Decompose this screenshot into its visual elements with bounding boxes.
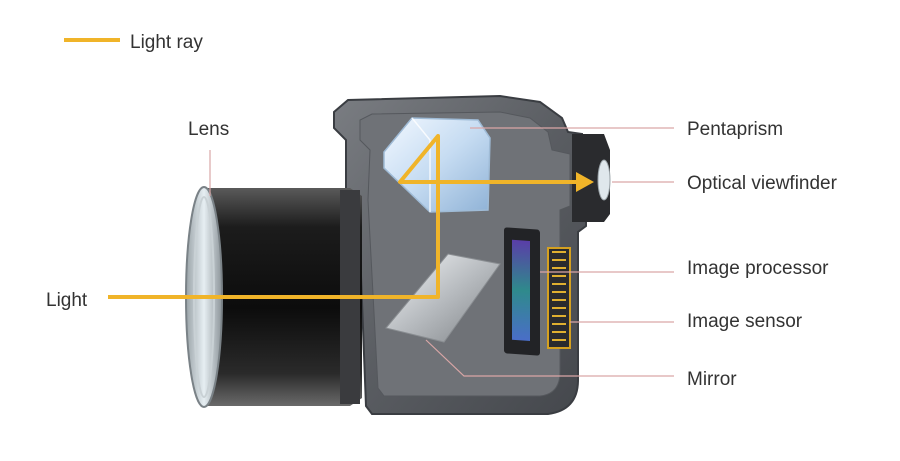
image-processor-pins (552, 251, 566, 341)
image-sensor-chip (512, 239, 530, 342)
label-image-sensor: Image sensor (687, 311, 803, 332)
label-lens: Lens (188, 119, 229, 140)
leader-mirror (425, 339, 674, 377)
light-ray-path (108, 134, 578, 299)
label-light: Light (46, 290, 88, 311)
label-image-processor: Image processor (687, 258, 829, 279)
label-mirror: Mirror (687, 369, 737, 390)
legend-label: Light ray (130, 32, 203, 53)
light-ray-arrowhead (576, 172, 594, 192)
label-optical-viewfinder: Optical viewfinder (687, 173, 838, 194)
eyepiece-glass (597, 159, 611, 201)
reflex-mirror (385, 253, 501, 343)
viewfinder-eyepiece (572, 134, 610, 222)
label-pentaprism: Pentaprism (687, 119, 783, 140)
pentaprism-facet (411, 117, 431, 212)
